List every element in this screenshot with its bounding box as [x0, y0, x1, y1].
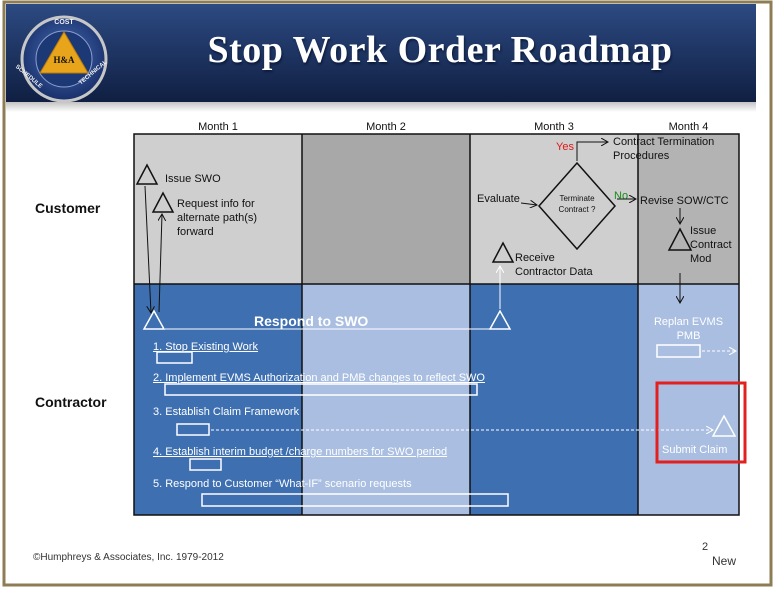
step3-bar	[176, 423, 210, 436]
receive-line1: Receive	[515, 252, 555, 264]
page-number: 2	[702, 541, 709, 553]
step4-bar	[189, 458, 222, 471]
revise-sow-label: Revise SOW/CTC	[640, 195, 729, 207]
submit-claim-triangle	[711, 414, 737, 437]
request-info-triangle	[151, 191, 175, 213]
customer-lane-label: Customer	[35, 200, 101, 216]
customer-month1-cell	[134, 134, 302, 284]
step4-label: 4. Establish interim budget /charge numb…	[153, 446, 448, 458]
respond-start-triangle	[142, 309, 166, 330]
evaluate-arrow	[520, 203, 537, 205]
contractor-month1-cell	[134, 284, 302, 515]
terminate-decision-diamond	[537, 161, 617, 251]
yes-label: Yes	[556, 141, 574, 153]
issue-swo-triangle	[135, 163, 159, 185]
step1-bar	[156, 351, 193, 364]
customer-month4-cell	[638, 134, 739, 284]
request-info-line3: forward	[177, 226, 214, 238]
contractor-month4-cell	[638, 284, 739, 515]
issue-mod-line3: Mod	[690, 253, 712, 265]
step2-bar	[164, 383, 478, 396]
step3-label: 3. Establish Claim Framework	[153, 406, 300, 418]
respond-to-swo-label: Respond to SWO	[254, 313, 369, 329]
step5-bar	[201, 493, 509, 507]
issue-swo-label: Issue SWO	[165, 173, 221, 185]
month-3-header: Month 3	[534, 121, 574, 133]
month-1-header: Month 1	[198, 121, 238, 133]
swimlane-grid	[133, 133, 740, 516]
issue-swo-arrow	[144, 185, 151, 313]
replan-line1: Replan EVMS	[653, 316, 724, 328]
slide-title: Stop Work Order Roadmap	[207, 29, 673, 71]
decision-line1: Terminate	[559, 194, 595, 203]
receive-line2: Contractor Data	[515, 266, 593, 278]
termination-line2: Procedures	[613, 150, 670, 162]
request-info-line1: Request info for	[177, 198, 255, 210]
step5-label: 5. Respond to Customer “What-IF” scenari…	[153, 478, 412, 490]
month-2-header: Month 2	[366, 121, 406, 133]
issue-mod-line2: Contract	[690, 239, 732, 251]
month-4-header: Month 4	[668, 121, 709, 133]
receive-data-triangle	[491, 241, 515, 263]
decision-line2: Contract ?	[558, 205, 596, 214]
header-shadow	[6, 102, 756, 112]
respond-end-triangle	[488, 309, 512, 330]
step2-label: 2. Implement EVMS Authorization and PMB …	[153, 372, 485, 384]
request-info-arrow	[159, 214, 162, 313]
contractor-month2-cell	[302, 284, 470, 515]
no-label: No	[614, 190, 629, 202]
customer-month2-cell	[302, 134, 470, 284]
termination-line1: Contract Termination	[613, 136, 715, 148]
logo-top-text: COST	[54, 19, 74, 26]
contractor-lane-label: Contractor	[35, 394, 107, 410]
contractor-month3-cell	[470, 284, 638, 515]
evaluate-label: Evaluate	[477, 193, 520, 205]
step1-label: 1. Stop Existing Work	[153, 341, 258, 353]
company-logo	[20, 15, 108, 103]
submit-claim-highlight	[655, 381, 747, 464]
submit-claim-label: Submit Claim	[662, 444, 728, 456]
copyright-footer: ©Humphreys & Associates, Inc. 1979-2012	[33, 552, 224, 563]
logo-center-text: H&A	[53, 55, 75, 65]
request-info-line2: alternate path(s)	[177, 212, 258, 224]
replan-line2: PMB	[676, 330, 701, 342]
yes-branch-arrow	[576, 142, 608, 161]
issue-mod-triangle	[667, 227, 693, 251]
header-band	[6, 4, 756, 102]
customer-month3-cell	[470, 134, 638, 284]
new-tag: New	[712, 554, 737, 568]
replan-bar	[656, 344, 701, 358]
issue-mod-line1: Issue	[690, 225, 717, 237]
